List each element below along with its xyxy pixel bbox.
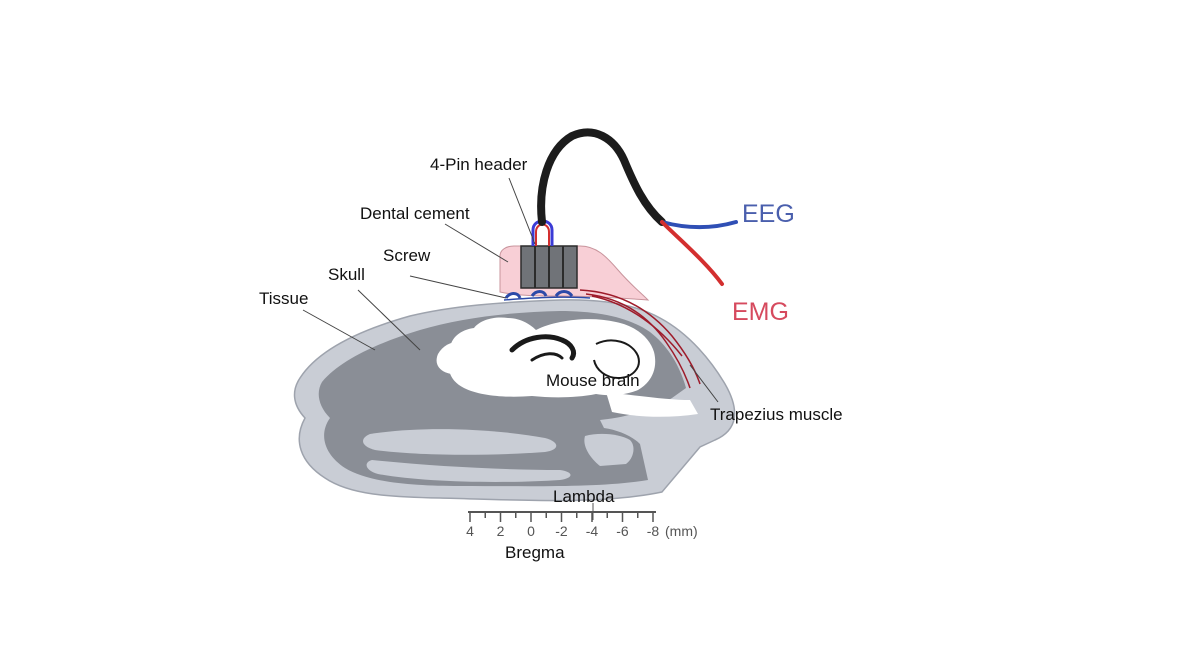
brain-fold xyxy=(530,352,564,362)
scale-tick-label: -6 xyxy=(616,523,629,539)
scale-tick-label: -2 xyxy=(555,523,568,539)
label-eeg: EEG xyxy=(742,200,795,228)
label-cement: Dental cement xyxy=(360,204,470,223)
eeg-lead xyxy=(660,220,738,230)
label-muscle: Trapezius muscle xyxy=(710,405,843,424)
jaw-gap-right xyxy=(584,433,634,466)
leader-screw xyxy=(409,275,507,299)
scale-bar: 4 2 0 -2 -4 -6 -8 (mm) xyxy=(466,503,698,539)
leader-header xyxy=(508,177,536,245)
header-wire-emg xyxy=(535,223,550,246)
scale-tick-label: 0 xyxy=(527,523,535,539)
leader-tissue xyxy=(302,309,376,351)
leader-muscle xyxy=(689,364,719,403)
scale-tick-label: 4 xyxy=(466,523,474,539)
label-emg: EMG xyxy=(732,298,789,326)
scale-tick-label: -8 xyxy=(647,523,660,539)
cable xyxy=(537,128,666,226)
scale-tick-label: 2 xyxy=(497,523,505,539)
leader-cement xyxy=(444,223,509,263)
brainstem xyxy=(606,392,698,417)
leader-skull xyxy=(357,289,421,351)
olfactory-bulb xyxy=(436,341,477,375)
label-bregma: Bregma xyxy=(505,543,565,562)
electrode-wire xyxy=(503,296,591,301)
label-lambda: Lambda xyxy=(553,487,615,506)
label-skull: Skull xyxy=(328,265,365,284)
cerebellum xyxy=(593,339,640,380)
jaw-gap-upper xyxy=(363,429,557,455)
label-screw: Screw xyxy=(383,246,431,265)
emg-lead xyxy=(660,220,724,286)
brain-fold xyxy=(509,334,577,361)
jaw-gap-lower xyxy=(366,460,571,482)
label-tissue: Tissue xyxy=(259,289,308,308)
label-header: 4-Pin header xyxy=(430,155,528,174)
emg-wire xyxy=(585,293,691,389)
emg-wire xyxy=(591,295,683,357)
label-brain: Mouse brain xyxy=(546,371,640,390)
mouse-brain xyxy=(448,317,656,398)
scale-unit: (mm) xyxy=(665,523,698,539)
screw-electrode xyxy=(504,290,574,299)
scale-tick-label: -4 xyxy=(586,523,599,539)
